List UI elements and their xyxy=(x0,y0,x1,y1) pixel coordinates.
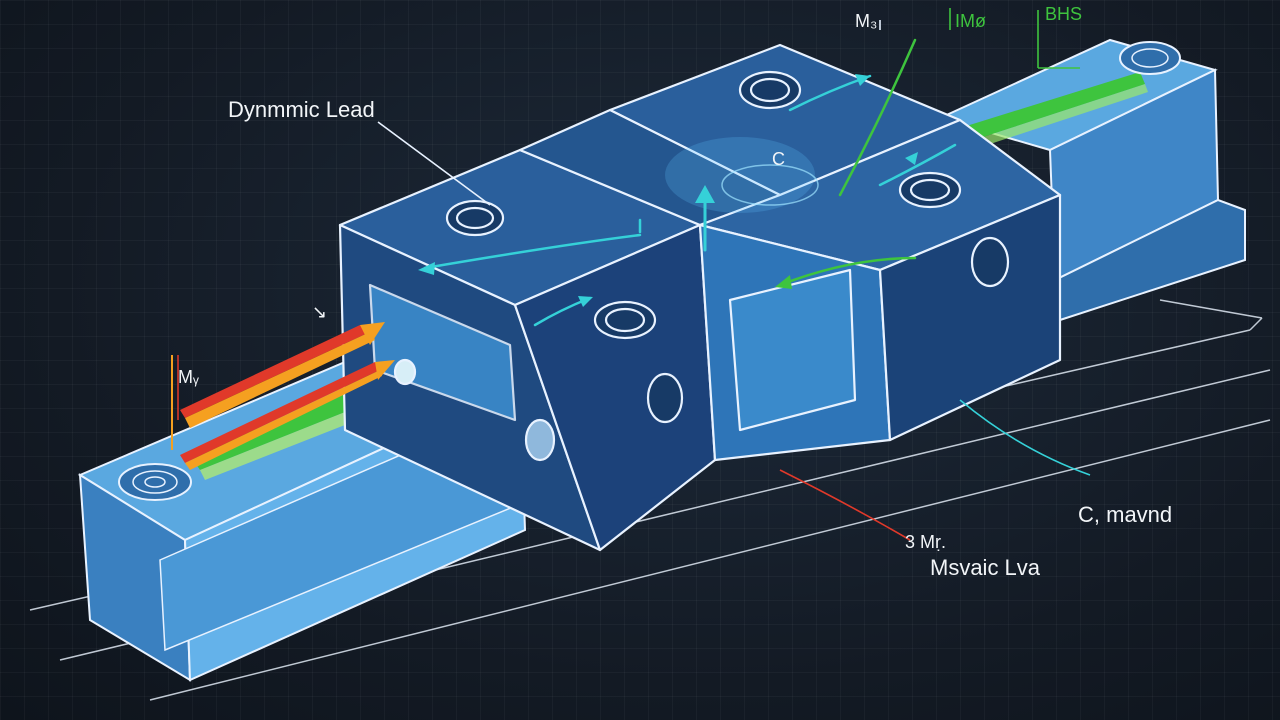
force-arrows xyxy=(418,38,957,327)
moment-arrows-left xyxy=(171,322,395,470)
diagram-labels: Dynmmic Lead M₃ IMø BHS Mᵧ ↘ 3 Mṛ. Msvai… xyxy=(178,4,1172,580)
label-m-top-left: M₃ xyxy=(855,11,877,31)
leader-lines xyxy=(377,8,1091,541)
label-m-left: Mᵧ xyxy=(178,367,199,387)
label-m-top-mid: IMø xyxy=(955,11,986,31)
label-c-center: C xyxy=(772,149,785,169)
label-m-bottom-caption: Msvaic Lva xyxy=(930,555,1041,580)
carriage-block xyxy=(338,43,1062,552)
label-c-right: C, mavnd xyxy=(1078,502,1172,527)
label-m-top-right: BHS xyxy=(1045,4,1082,24)
label-pivot-marker: ↘ xyxy=(312,302,327,322)
label-dynamic-load: Dynmmic Lead xyxy=(228,97,375,122)
label-m-bottom: 3 Mṛ. xyxy=(905,532,946,552)
